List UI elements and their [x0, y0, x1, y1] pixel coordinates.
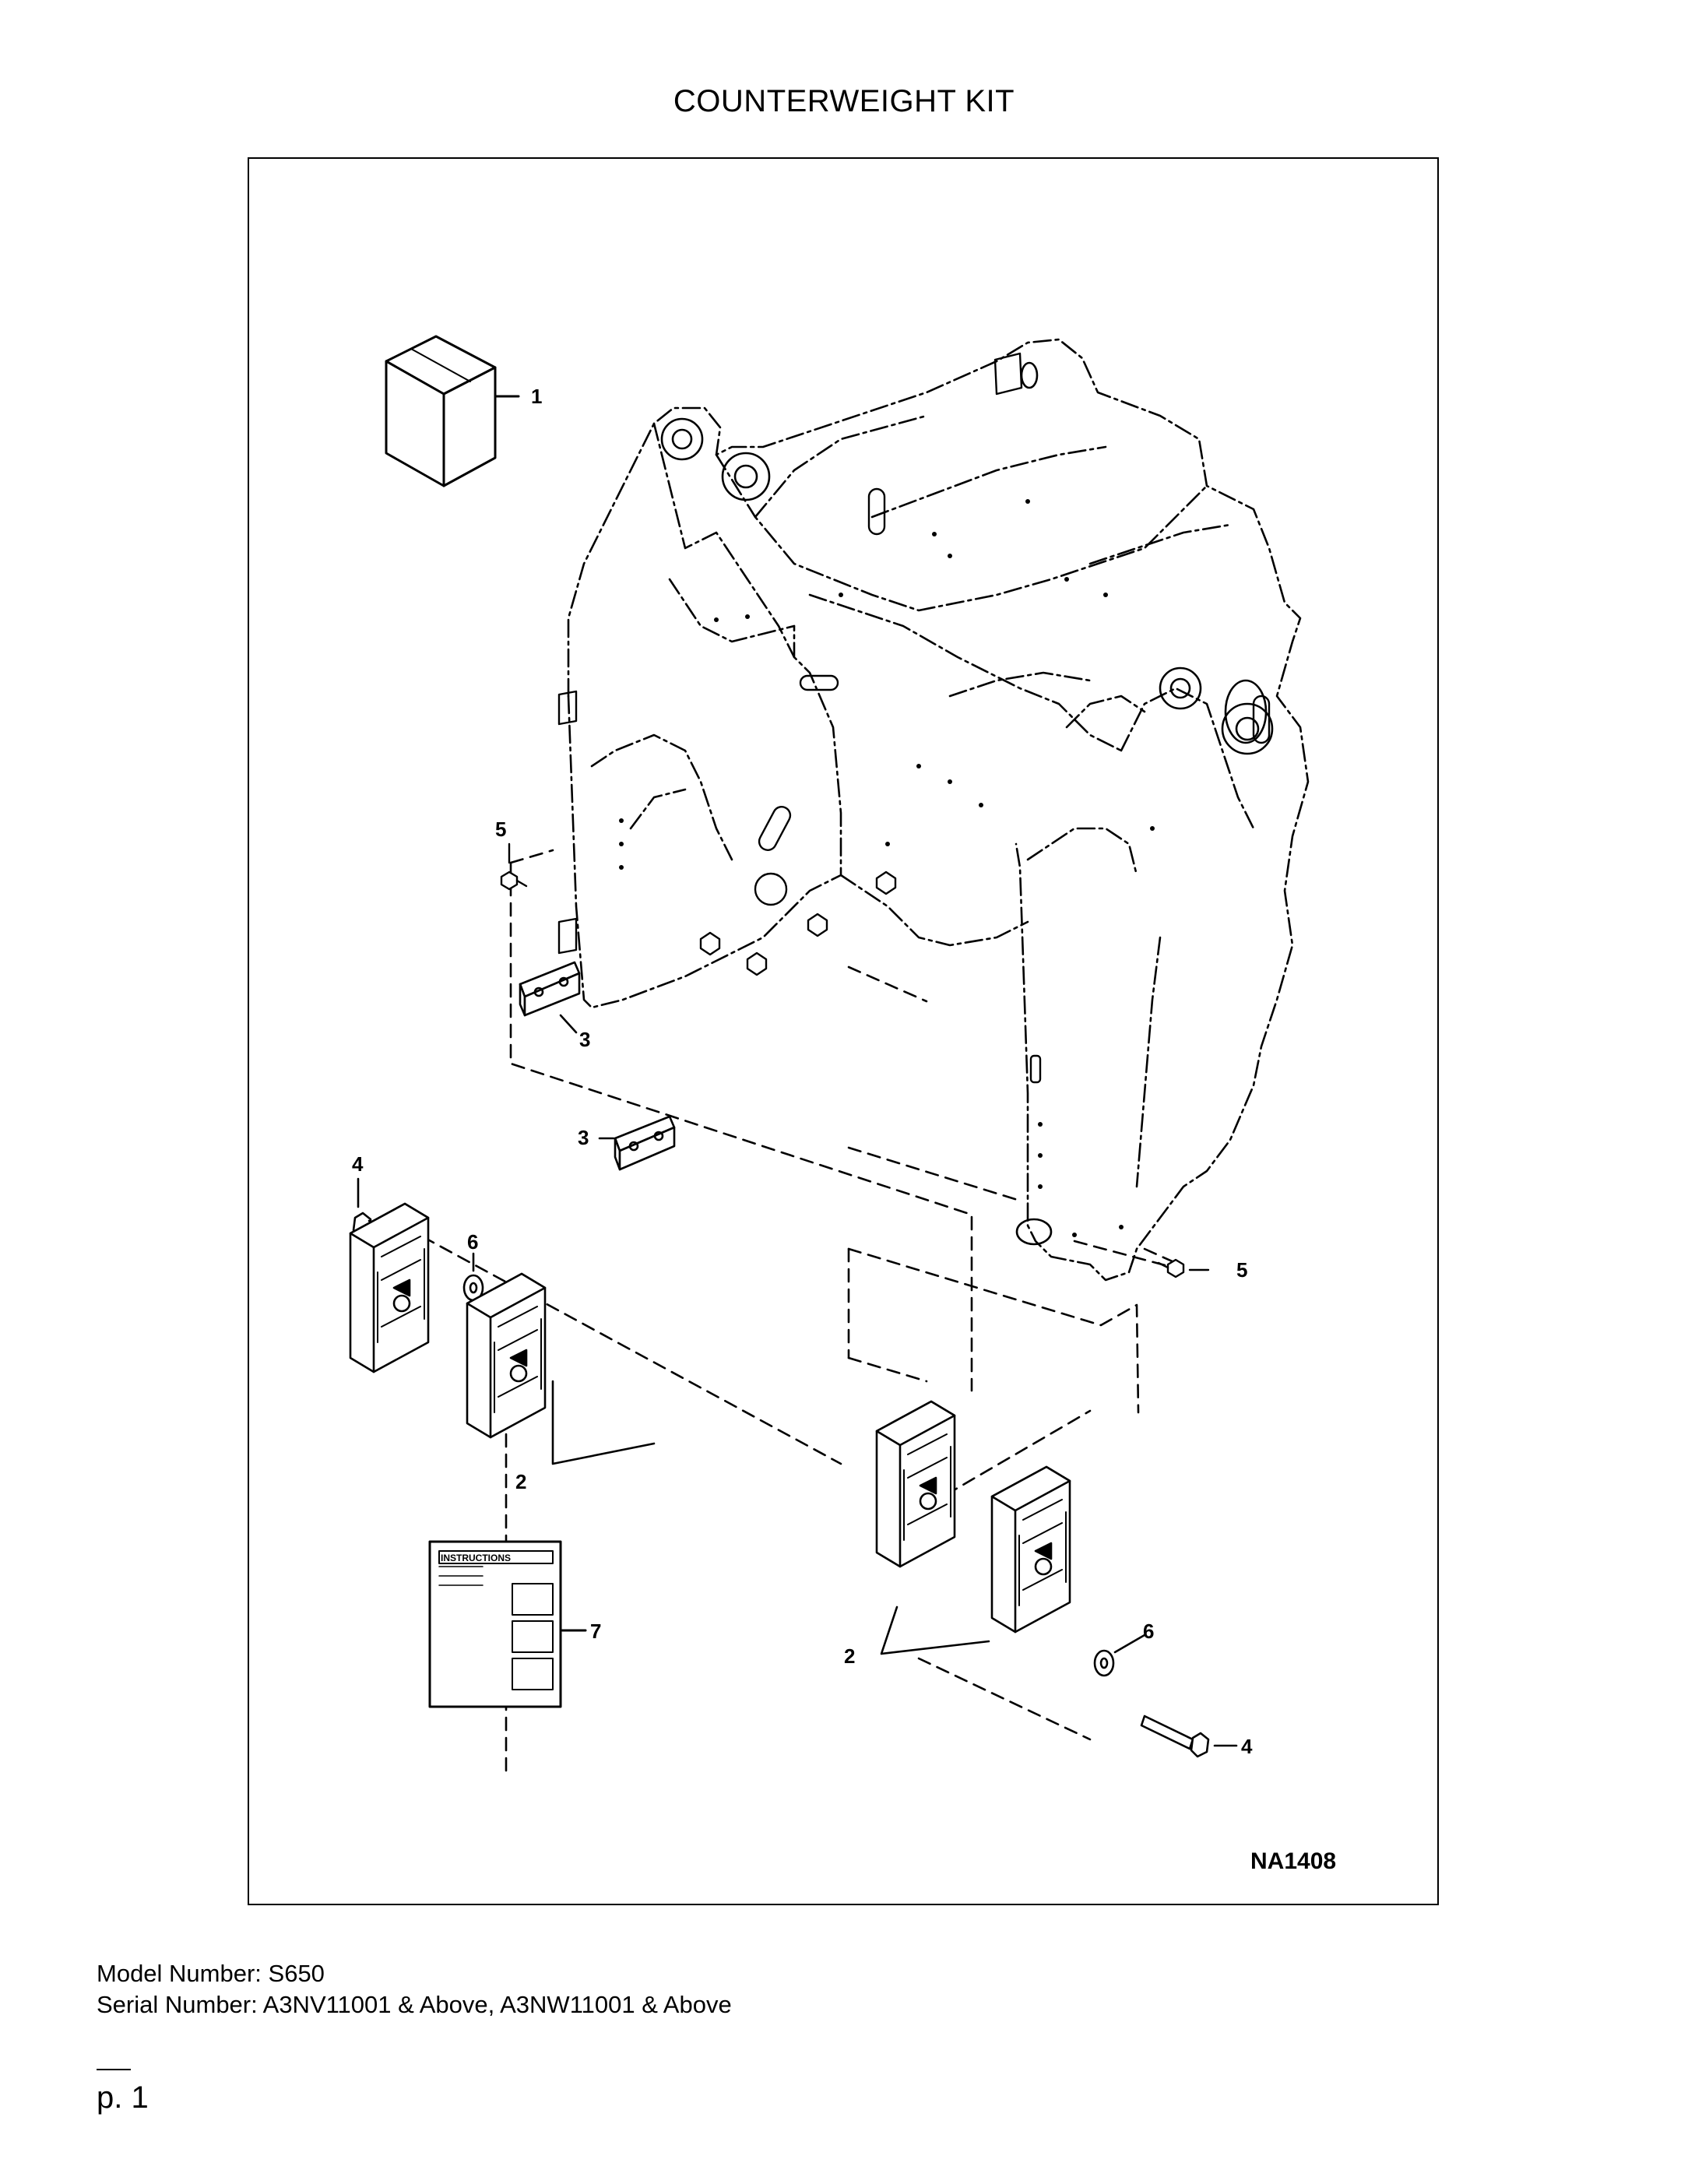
spacer-plate-3-bottom-part — [598, 1115, 676, 1171]
callout-6-right: 6 — [1143, 1620, 1154, 1643]
callout-4-left: 4 — [352, 1152, 364, 1176]
serial-number-line: Serial Number: A3NV11001 & Above, A3NW11… — [97, 1991, 732, 2018]
callout-3-top: 3 — [579, 1028, 590, 1051]
page-number-rule — [97, 2069, 131, 2070]
frame-bolts — [699, 870, 897, 976]
kit-box-part — [385, 335, 520, 487]
bolt-4-right-part — [1140, 1714, 1238, 1758]
callout-4-right: 4 — [1241, 1735, 1253, 1758]
frame-slots — [754, 487, 1271, 1084]
callout-2-left: 2 — [515, 1470, 526, 1493]
counterweight-leaders — [551, 1380, 990, 1655]
spacer-plate-3-top-part — [519, 961, 581, 1034]
callout-2-right: 2 — [844, 1644, 855, 1668]
frame-rivets — [619, 499, 1155, 1237]
instruction-sheet-part — [428, 1540, 587, 1708]
bolt-5-top-part — [500, 842, 528, 891]
callout-7: 7 — [590, 1620, 601, 1643]
washer-6-left-part — [462, 1252, 484, 1302]
model-number-line: Model Number: S650 — [97, 1960, 325, 1987]
counterweight-2-d-part — [990, 1465, 1071, 1634]
callout-1: 1 — [531, 385, 542, 408]
frame-pivot-bosses — [660, 361, 1274, 1246]
callout-5-bottom: 5 — [1236, 1258, 1247, 1282]
parts-diagram-frame: 1 5 3 3 5 4 6 2 7 6 2 4 INSTRUCTIONS NA1… — [248, 157, 1439, 1905]
exploded-parts-diagram: 1 5 3 3 5 4 6 2 7 6 2 4 INSTRUCTIONS NA1… — [349, 335, 1336, 1874]
model-serial-info: Model Number: S650 Serial Number: A3NV11… — [97, 1958, 732, 2020]
counterweight-2-b-part — [466, 1272, 547, 1439]
figure-id: NA1408 — [1250, 1848, 1336, 1874]
callout-3-bottom: 3 — [578, 1126, 589, 1149]
callout-6-left: 6 — [467, 1230, 478, 1254]
callout-5-top: 5 — [495, 818, 506, 841]
counterweight-2-c-part — [875, 1400, 956, 1568]
page-number: p. 1 — [97, 2080, 149, 2115]
frame-brackets — [557, 352, 1023, 955]
washer-6-right-part — [1093, 1634, 1146, 1677]
bolt-5-bottom-part — [1157, 1258, 1210, 1278]
loader-frame-outline — [567, 338, 1310, 1282]
instructions-sheet-label: INSTRUCTIONS — [441, 1553, 511, 1563]
counterweight-2-a-part — [349, 1202, 430, 1373]
page-title: COUNTERWEIGHT KIT — [673, 84, 1015, 118]
